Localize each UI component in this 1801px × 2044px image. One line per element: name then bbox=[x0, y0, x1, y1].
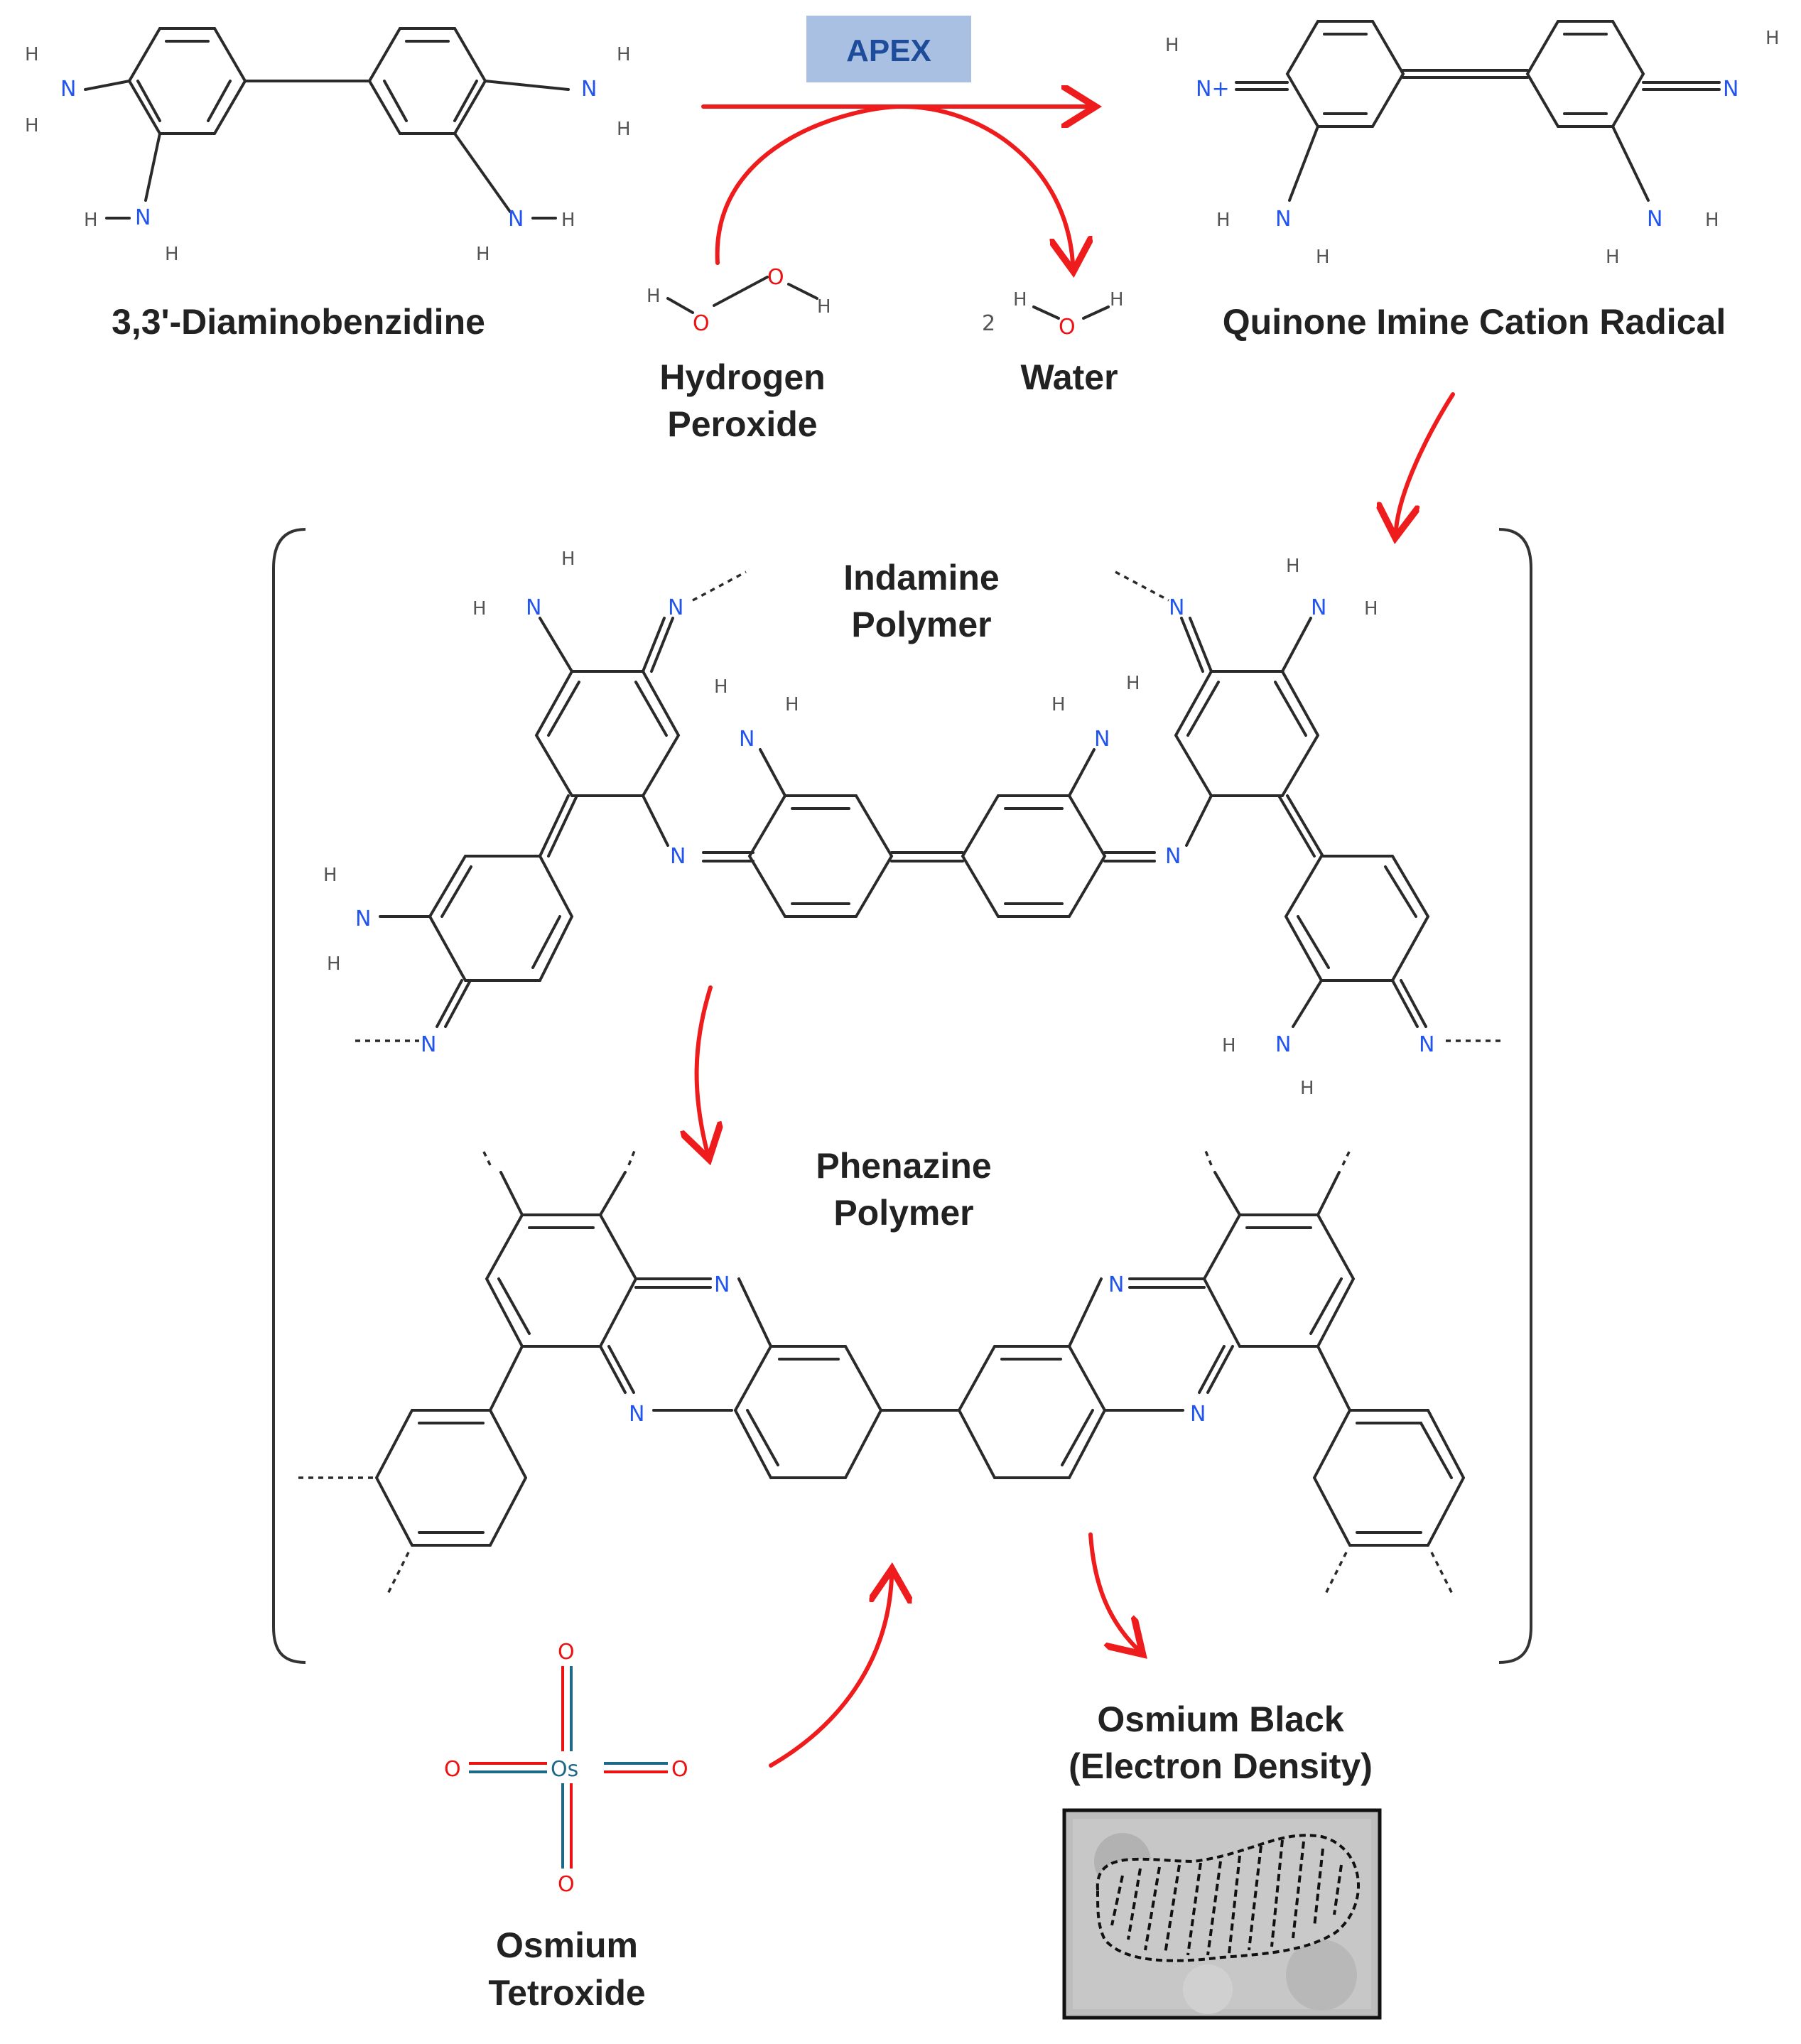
n-atom: N bbox=[1169, 595, 1184, 620]
h-atom: H bbox=[1705, 210, 1719, 231]
dab-h: H bbox=[561, 210, 575, 231]
dab-h: H bbox=[84, 210, 98, 231]
o-atom: O bbox=[693, 311, 710, 336]
osmium-black-label-line2: (Electron Density) bbox=[1069, 1746, 1373, 1786]
dab-h: H bbox=[476, 244, 490, 265]
o-atom: O bbox=[444, 1757, 461, 1782]
h-atom: H bbox=[817, 296, 831, 318]
n-atom: N bbox=[421, 1032, 436, 1057]
dab-h: H bbox=[25, 44, 39, 65]
apex-box bbox=[806, 16, 971, 82]
mitochondrion-em-image bbox=[1062, 1808, 1382, 2020]
water-label: Water bbox=[1020, 357, 1118, 397]
dab-n4: N bbox=[508, 207, 524, 232]
dab-h: H bbox=[25, 115, 39, 136]
h-atom: H bbox=[323, 865, 337, 886]
indamine-label-line2: Polymer bbox=[851, 605, 991, 644]
n-atom: N bbox=[714, 1272, 730, 1297]
dab-label: 3,3'-Diaminobenzidine bbox=[112, 302, 485, 342]
water-coefficient: 2 bbox=[982, 311, 995, 336]
o-atom: O bbox=[558, 1640, 575, 1665]
oso4-label-line2: Tetroxide bbox=[488, 1973, 645, 2013]
phenazine-label-line2: Polymer bbox=[833, 1193, 973, 1233]
osmium-black-label-line1: Osmium Black bbox=[1097, 1699, 1344, 1739]
dab-n1: N bbox=[60, 77, 76, 102]
arrow-oso4-to-polymer bbox=[769, 1577, 892, 1768]
oso4-molecule: O O O O Os bbox=[444, 1640, 688, 1897]
h-atom: H bbox=[1110, 289, 1124, 310]
os-atom: Os bbox=[551, 1757, 578, 1782]
phenazine-label-line1: Phenazine bbox=[816, 1146, 991, 1186]
dab-n2: N bbox=[135, 205, 151, 230]
water-molecule: 2 H O H bbox=[982, 289, 1124, 340]
arrow-to-polymer bbox=[1396, 392, 1455, 529]
n-atom: N bbox=[1165, 844, 1181, 869]
o-atom: O bbox=[558, 1872, 575, 1897]
h-atom: H bbox=[1364, 598, 1378, 620]
h-atom: H bbox=[1286, 556, 1300, 577]
h-atom: H bbox=[1606, 247, 1620, 268]
bracket-right bbox=[1498, 528, 1532, 1664]
h-atom: H bbox=[1300, 1078, 1314, 1099]
h-atom: H bbox=[1316, 247, 1330, 268]
apex-label: APEX bbox=[846, 33, 931, 68]
n-atom: N bbox=[668, 595, 683, 620]
dab-n3: N bbox=[581, 77, 597, 102]
arrow-to-phenazine bbox=[697, 985, 710, 1151]
h-atom: H bbox=[714, 676, 728, 698]
h-atom: H bbox=[1165, 35, 1179, 56]
h-atom: H bbox=[1222, 1035, 1236, 1056]
quinone-molecule: N+ H N H N H H N H H bbox=[1165, 20, 1780, 268]
arrow-to-osmium-black bbox=[1088, 1532, 1137, 1648]
h-atom: H bbox=[1216, 210, 1231, 231]
quinone-n: N bbox=[1647, 207, 1662, 232]
o-atom: O bbox=[1059, 315, 1076, 340]
quinone-n: N bbox=[1275, 207, 1291, 232]
oso4-label-line1: Osmium bbox=[496, 1925, 638, 1965]
o-atom: O bbox=[671, 1757, 688, 1782]
bracket-left bbox=[272, 528, 306, 1664]
quinone-label: Quinone Imine Cation Radical bbox=[1223, 302, 1726, 342]
n-atom: N bbox=[670, 844, 686, 869]
n-atom: N bbox=[526, 595, 541, 620]
n-atom: N bbox=[1275, 1032, 1291, 1057]
n-atom: N bbox=[1094, 727, 1110, 752]
h-atom: H bbox=[1051, 694, 1066, 715]
quinone-n-cation: N+ bbox=[1196, 77, 1230, 102]
cosubstrate-arrow bbox=[715, 104, 1073, 263]
dab-h: H bbox=[617, 119, 631, 140]
o-atom: O bbox=[767, 265, 784, 290]
n-atom: N bbox=[1311, 595, 1326, 620]
n-atom: N bbox=[1108, 1272, 1124, 1297]
h-atom: H bbox=[1013, 289, 1027, 310]
phenazine-polymer: N N N N bbox=[298, 1147, 1466, 1596]
h-atom: H bbox=[472, 598, 487, 620]
indamine-label-line1: Indamine bbox=[843, 558, 999, 597]
dab-h: H bbox=[617, 44, 631, 65]
h-atom: H bbox=[327, 953, 341, 975]
n-atom: N bbox=[1419, 1032, 1434, 1057]
indamine-polymer: N H H N N N H H N N H H N H H N N N H H … bbox=[323, 548, 1503, 1099]
h2o2-label-line1: Hydrogen bbox=[659, 357, 825, 397]
h2o2-molecule: H O O H bbox=[647, 265, 831, 336]
n-atom: N bbox=[355, 907, 371, 931]
dab-molecule: N H H N H H N H H N H H bbox=[25, 27, 631, 265]
n-atom: N bbox=[1190, 1402, 1206, 1427]
h-atom: H bbox=[647, 286, 661, 307]
n-atom: N bbox=[739, 727, 755, 752]
h-atom: H bbox=[785, 694, 799, 715]
n-atom: N bbox=[629, 1402, 644, 1427]
h-atom: H bbox=[561, 548, 575, 570]
h-atom: H bbox=[1765, 28, 1780, 49]
quinone-n: N bbox=[1723, 77, 1738, 102]
h-atom: H bbox=[1126, 673, 1140, 694]
h2o2-label-line2: Peroxide bbox=[667, 404, 817, 444]
dab-h: H bbox=[165, 244, 179, 265]
